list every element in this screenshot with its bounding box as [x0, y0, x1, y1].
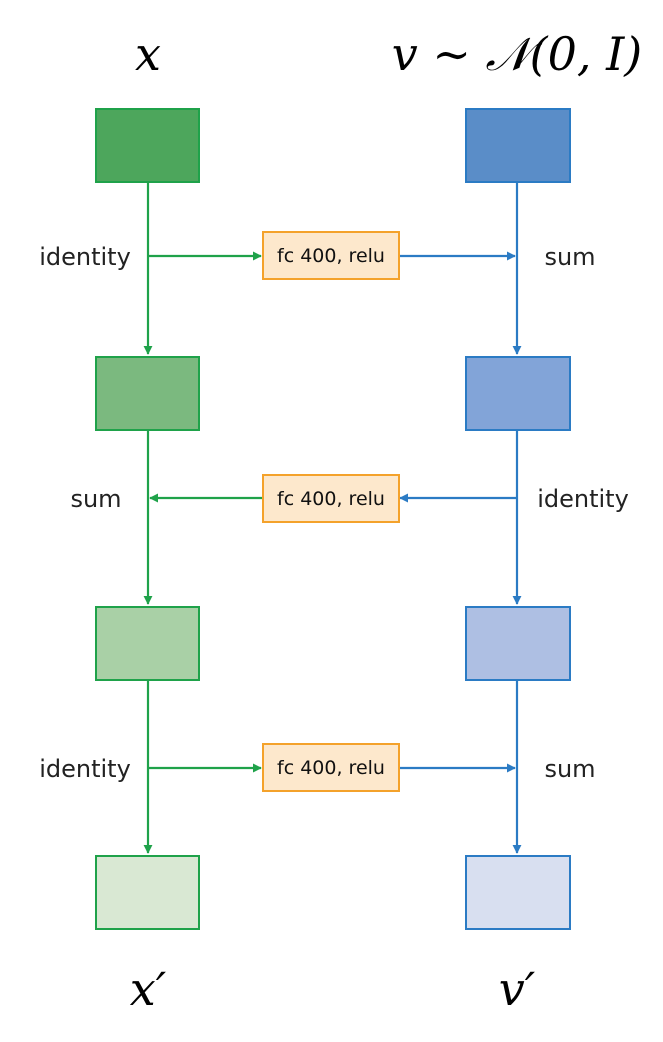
blue-box-3	[465, 606, 571, 681]
green-box-3	[95, 606, 200, 681]
green-box-2	[95, 356, 200, 431]
title-v-noise: v ∼ 𝒩(0, I)	[392, 27, 642, 81]
stage1-left-label: identity	[39, 243, 131, 271]
fc-box-1	[262, 231, 400, 280]
stage2-left-label: sum	[70, 485, 121, 513]
title-x-prime: x′	[130, 962, 167, 1016]
title-x: x	[135, 27, 161, 81]
blue-box-2	[465, 356, 571, 431]
stage3-left-label: identity	[39, 755, 131, 783]
green-box-1	[95, 108, 200, 183]
green-box-4	[95, 855, 200, 930]
fc-box-2	[262, 474, 400, 523]
stage3-right-label: sum	[544, 755, 595, 783]
fc-label-1: fc 400, relu	[277, 245, 385, 267]
fc-label-3: fc 400, relu	[277, 757, 385, 779]
fc-box-3	[262, 743, 400, 792]
blue-box-4	[465, 855, 571, 930]
stage1-right-label: sum	[544, 243, 595, 271]
fc-label-2: fc 400, relu	[277, 488, 385, 510]
title-v-prime: v′	[499, 962, 536, 1016]
blue-box-1	[465, 108, 571, 183]
stage2-right-label: identity	[537, 485, 629, 513]
